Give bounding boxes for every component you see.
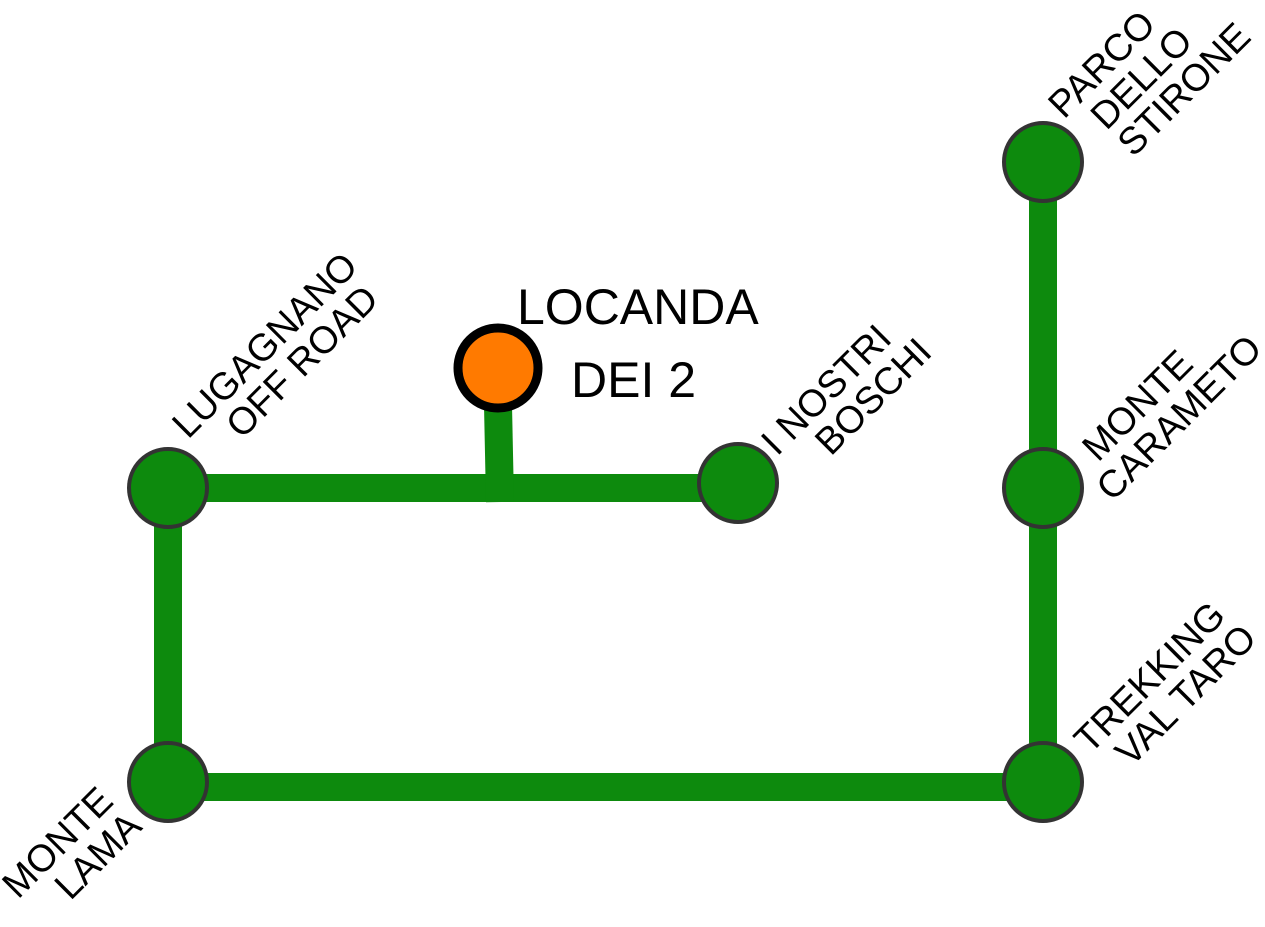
label-lama: MONTE LAMA bbox=[0, 780, 150, 908]
stop-carameto[interactable] bbox=[1002, 447, 1084, 529]
home-label: LOCANDA DEI 2 bbox=[517, 279, 759, 408]
label-nostri: I NOSTRI BOSCHI bbox=[754, 317, 940, 463]
stop-home[interactable] bbox=[453, 323, 543, 413]
route-home-spur bbox=[484, 404, 514, 503]
home-label-line1: LOCANDA bbox=[517, 279, 759, 335]
home-label-line2: DEI 2 bbox=[571, 352, 696, 408]
stops bbox=[127, 121, 1084, 823]
label-carameto: MONTE CARAMETO bbox=[1075, 327, 1265, 508]
label-trekking: TREKKING VAL TARO bbox=[1067, 594, 1265, 774]
stop-parco[interactable] bbox=[1002, 121, 1084, 203]
route-lines bbox=[154, 162, 1057, 801]
stop-lugagnano[interactable] bbox=[127, 447, 209, 529]
stop-lama[interactable] bbox=[127, 741, 209, 823]
stop-nostri[interactable] bbox=[697, 442, 779, 524]
label-lugagnano: LUGAGNANO OFF ROAD bbox=[165, 245, 387, 446]
stop-trekking[interactable] bbox=[1002, 741, 1084, 823]
